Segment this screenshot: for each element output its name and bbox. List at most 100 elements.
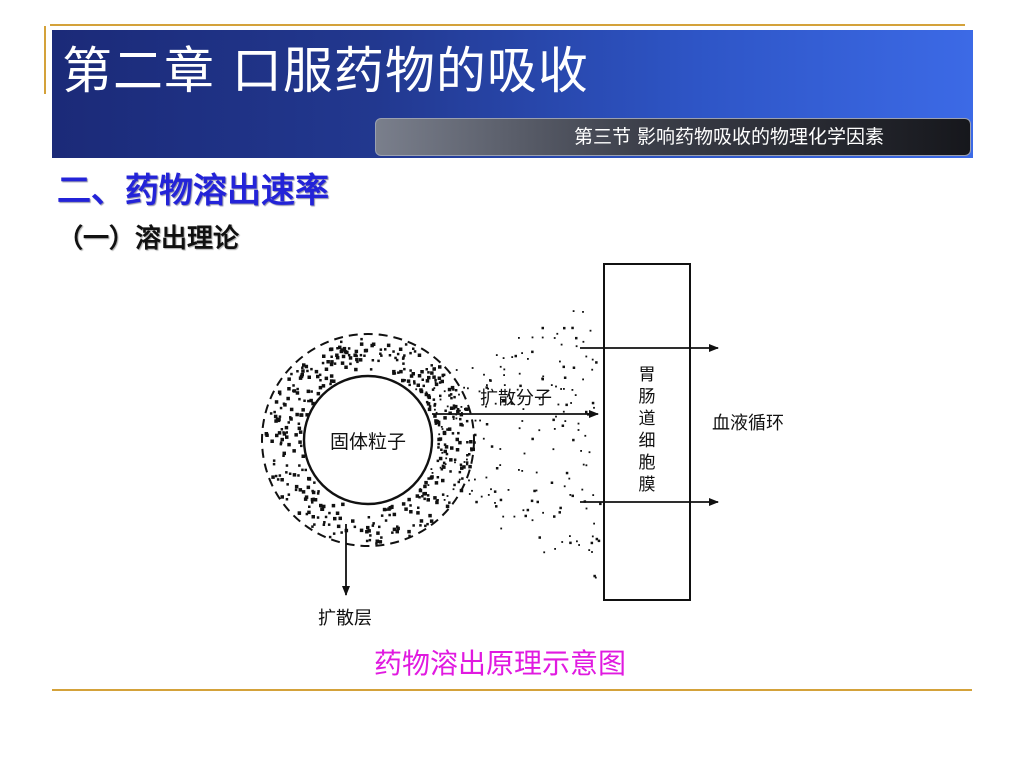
molecule-dot [392,350,395,353]
molecule-dot [436,420,441,425]
molecule-dot [424,524,427,528]
molecule-dot [310,497,315,502]
molecule-dot [572,366,576,369]
molecule-dot [434,382,439,387]
molecule-dot [577,422,580,425]
molecule-dot [339,349,344,354]
molecule-dot [474,433,477,437]
molecule-dot [284,425,289,430]
molecule-dot [441,374,445,378]
molecule-dot [396,525,399,528]
molecule-dot [348,356,353,360]
molecule-dot [444,463,447,465]
molecule-dot [311,401,315,406]
molecule-dot [298,440,302,444]
molecule-dot [277,390,282,394]
molecule-dot [421,495,424,498]
molecule-dot [550,481,554,484]
molecule-dot [321,361,325,365]
molecule-dot [376,531,380,535]
molecule-dot [285,464,289,467]
molecule-dot [347,353,351,357]
molecule-dot [403,367,406,371]
diagram-caption: 药物溶出原理示意图 [373,647,626,680]
molecule-dot [443,449,447,454]
molecule-dot [300,444,303,448]
molecule-dot [542,375,545,378]
molecule-dot [333,516,337,521]
molecule-dot [571,389,574,391]
molecule-dot [455,417,458,420]
molecule-dot [578,544,580,546]
molecule-dot [280,428,284,431]
molecule-dot [442,431,447,436]
molecule-dot [592,494,595,496]
section-subtitle-box: 第三节 影响药物吸收的物理化学因素 [375,118,971,156]
molecule-dot [280,437,284,442]
molecule-dot [392,527,397,532]
molecule-dot [434,378,437,382]
molecule-dot [577,429,580,431]
molecule-dot [423,491,427,496]
molecule-dot [403,379,406,382]
solid-particle-circle [302,374,434,506]
molecule-dot [485,423,489,426]
molecule-dot [530,499,534,503]
molecule-dot [518,372,521,375]
molecule-dot [336,347,339,350]
molecule-dot [327,523,331,526]
molecule-dot [407,497,411,502]
molecule-dot [559,360,561,363]
molecule-dot [412,347,415,350]
molecule-dot [514,354,517,358]
molecule-dot [445,457,448,460]
molecule-dot [274,474,278,478]
molecule-dot [365,530,369,534]
molecule-dot [427,407,432,412]
molecule-dot [326,360,330,364]
molecule-dot [303,399,306,402]
molecule-dot [450,446,454,450]
molecule-dot [273,410,276,414]
molecule-dot [433,404,436,407]
molecule-dot [426,494,430,497]
molecule-dot [436,459,440,463]
molecule-dot [329,382,332,386]
molecule-dot [582,463,585,466]
molecule-dot [309,398,313,403]
membrane-char: 肠 [639,387,656,407]
molecule-dot [403,354,406,357]
molecule-dot [387,507,391,511]
molecule-dot [354,349,359,354]
molecule-dot [434,481,439,485]
section-heading: 二、药物溶出速率 [57,171,329,211]
molecule-dot [395,358,399,362]
molecule-dot [316,391,321,396]
molecule-dot [332,532,336,535]
molecule-dot [297,474,300,477]
molecule-dot [435,499,439,502]
molecule-dot [518,427,521,430]
molecule-dot [279,441,283,444]
molecule-dot [450,385,455,390]
molecule-dot [437,423,441,427]
molecule-dot [442,465,446,469]
molecule-dot [581,488,584,491]
molecule-dot [560,343,563,346]
molecule-dot [591,401,595,405]
molecule-dot [474,419,477,422]
molecule-dot [428,405,432,408]
molecule-dot [469,440,473,444]
molecule-dot [533,489,536,493]
molecule-dot [344,365,348,369]
molecule-dot [448,501,451,504]
molecule-dot [415,388,418,391]
molecule-dot [366,525,370,530]
molecule-dot [375,542,378,545]
molecule-dot [436,476,440,479]
molecule-dot [391,531,394,534]
molecule-dot [485,476,488,479]
molecule-dot [406,379,411,383]
molecule-dot [449,393,453,396]
molecule-dot [311,501,314,504]
